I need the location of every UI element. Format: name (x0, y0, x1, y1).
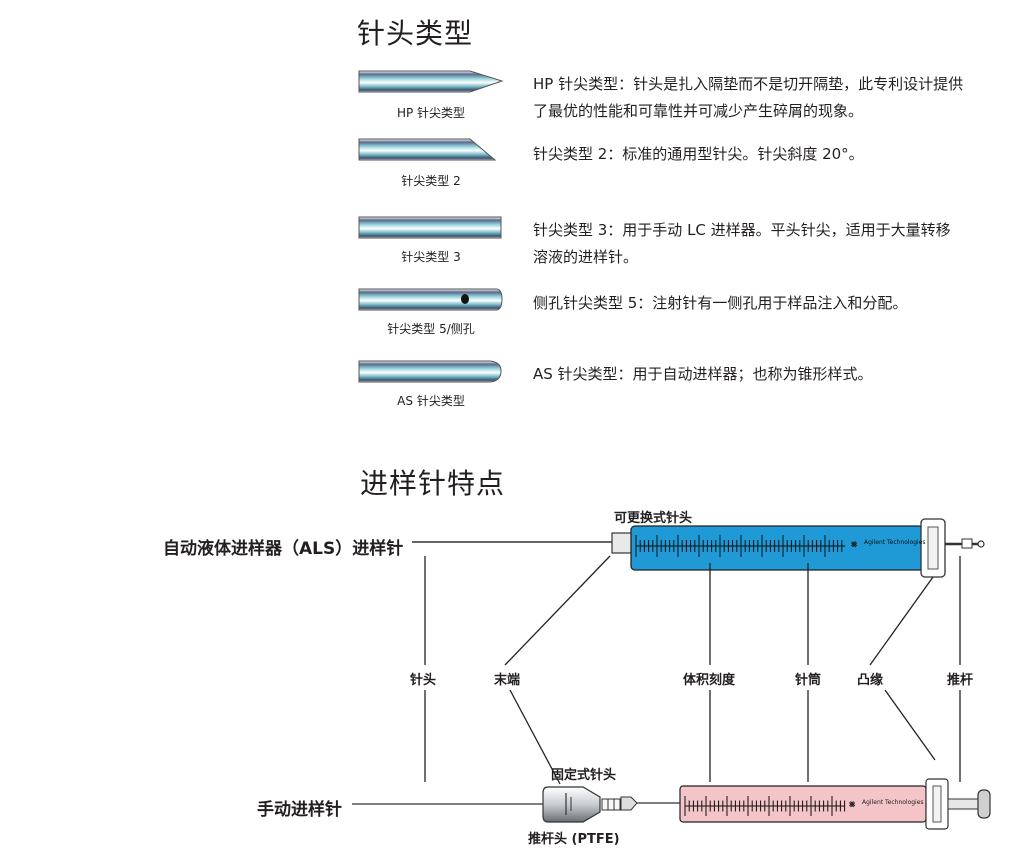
tip-caption-5: 针尖类型 5/侧孔 (387, 322, 475, 336)
tip-desc-5: 侧孔针尖类型 5：注射针有一侧孔用于样品注入和分配。 (533, 294, 908, 312)
brand-manual: Agilent Technologies (862, 799, 924, 806)
side-hole-icon (461, 294, 469, 304)
als-volume-scale (635, 535, 845, 557)
part-tip-end: 末端 (494, 673, 521, 688)
part-plunger: 推杆 (947, 673, 974, 688)
svg-text:⨳: ⨳ (849, 799, 856, 810)
label-als-syringe: 自动液体进样器（ALS）进样针 (163, 539, 404, 559)
brand-als: Agilent Technologies (864, 539, 926, 546)
tip-caption-2: 针尖类型 2 (401, 174, 461, 188)
tip-desc-hp: HP 针尖类型：针头是扎入隔垫而不是切开隔垫，此专利设计提供 了最优的性能和可靠… (533, 75, 964, 120)
hp-tip-needle (358, 70, 504, 93)
part-barrel: 针筒 (795, 673, 822, 688)
part-volume-scale: 体积刻度 (683, 673, 736, 688)
part-flange: 凸缘 (857, 673, 884, 688)
tip3-needle (358, 216, 502, 239)
tip-desc-as: AS 针尖类型：用于自动进样器；也称为锥形样式。 (533, 365, 873, 383)
leader-lines (424, 555, 961, 785)
tip-caption-as: AS 针尖类型 (397, 394, 465, 408)
label-plunger-tip: 推杆头 (PTFE) (528, 832, 620, 847)
manual-plunger (947, 798, 981, 810)
label-fixed-needle: 固定式针头 (551, 768, 617, 783)
manual-syringe: ⨳ (352, 778, 991, 830)
label-manual-syringe: 手动进样针 (257, 800, 342, 820)
tip2-needle (358, 138, 497, 161)
tip-desc-3: 针尖类型 3：用于手动 LC 进样器。平头针尖，适用于大量转移 溶液的进样针。 (533, 221, 951, 266)
features-title: 进样针特点 (360, 467, 506, 500)
als-barrel (630, 525, 924, 571)
tip-desc-2: 针尖类型 2：标准的通用型针尖。针尖斜度 20°。 (533, 145, 864, 163)
manual-volume-scale (684, 796, 846, 816)
part-needle: 针头 (410, 673, 437, 688)
as-tip-needle (358, 360, 502, 383)
tips-title: 针头类型 (357, 17, 474, 50)
tip-caption-3: 针尖类型 3 (401, 250, 461, 264)
als-syringe: ⨳ (412, 518, 985, 578)
label-replaceable-needle: 可更换式针头 (614, 511, 693, 526)
svg-text:⨳: ⨳ (851, 539, 858, 550)
tip-caption-hp: HP 针尖类型 (396, 106, 466, 120)
tip5-needle (358, 288, 503, 311)
